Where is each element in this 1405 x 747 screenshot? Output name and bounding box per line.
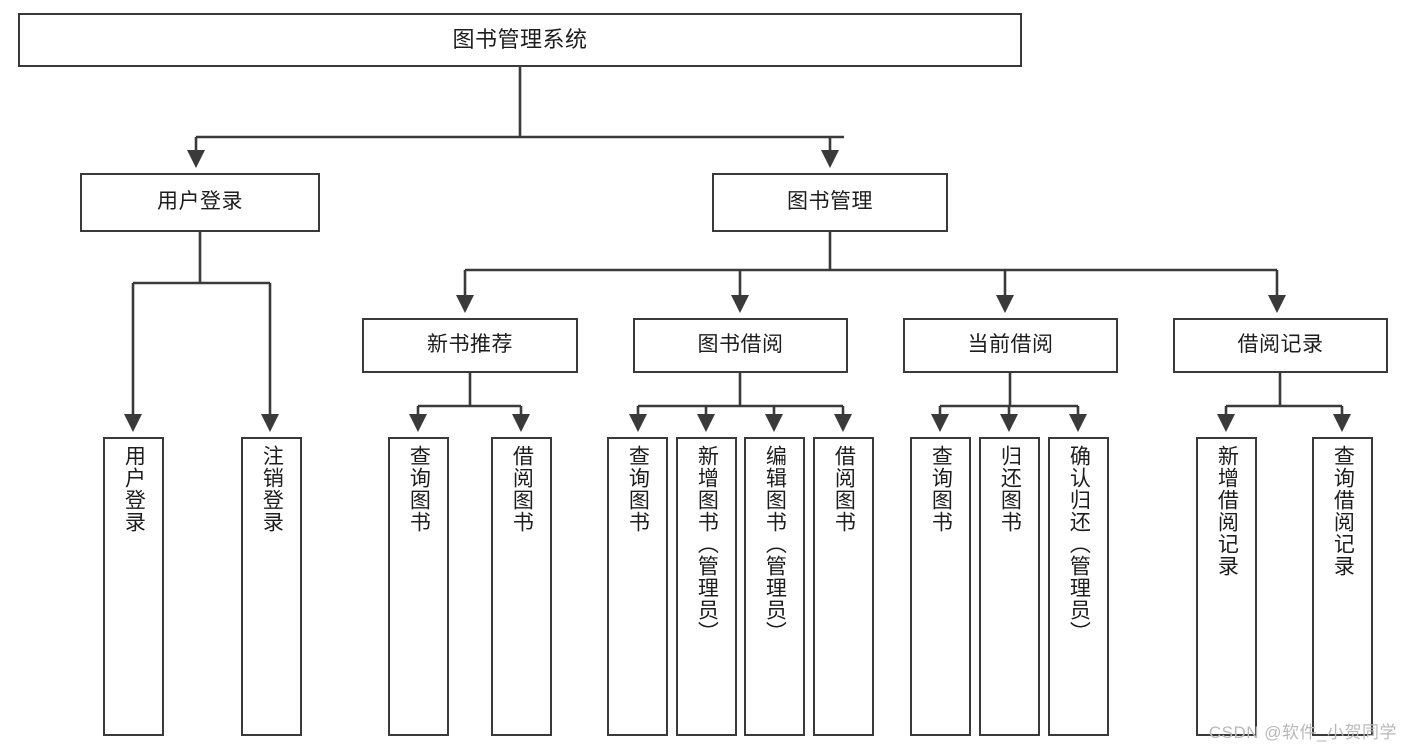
node-label: 查询图书 — [407, 445, 431, 533]
node-label: 图书管理 — [787, 190, 873, 214]
node-leaf-query-book-newbook[interactable]: 查询图书 — [388, 437, 449, 736]
node-label: 查询借阅记录 — [1331, 445, 1355, 577]
node-leaf-user-login[interactable]: 用户登录 — [103, 437, 164, 736]
node-label: 当前借阅 — [967, 333, 1054, 357]
node-label: 图书管理系统 — [452, 27, 588, 53]
node-label: 查询图书 — [929, 445, 953, 533]
node-borrowing-record[interactable]: 借阅记录 — [1173, 318, 1388, 373]
node-label: 新增图书（管理员） — [695, 445, 719, 643]
node-label: 新书推荐 — [427, 333, 513, 357]
node-leaf-query-borrow-record[interactable]: 查询借阅记录 — [1312, 437, 1373, 736]
node-leaf-borrow-book-borrowing[interactable]: 借阅图书 — [813, 437, 874, 736]
node-label: 用户登录 — [157, 190, 243, 214]
node-current-borrowing[interactable]: 当前借阅 — [903, 318, 1118, 373]
node-label: 借阅图书 — [510, 445, 534, 533]
node-book-borrowing[interactable]: 图书借阅 — [633, 318, 848, 373]
watermark-text: CSDN @软件_小贺同学 — [1208, 723, 1397, 742]
node-label: 查询图书 — [626, 445, 650, 533]
node-leaf-return-book[interactable]: 归还图书 — [979, 437, 1040, 736]
node-root-book-management-system[interactable]: 图书管理系统 — [18, 13, 1022, 67]
node-label: 归还图书 — [998, 445, 1022, 533]
node-label: 借阅图书 — [832, 445, 856, 533]
node-label: 用户登录 — [122, 445, 146, 533]
node-leaf-add-book-admin[interactable]: 新增图书（管理员） — [676, 437, 737, 736]
node-leaf-logout[interactable]: 注销登录 — [241, 437, 302, 736]
node-leaf-add-borrow-record[interactable]: 新增借阅记录 — [1196, 437, 1257, 736]
node-leaf-query-book-borrowing[interactable]: 查询图书 — [607, 437, 668, 736]
node-leaf-edit-book-admin[interactable]: 编辑图书（管理员） — [744, 437, 805, 736]
node-label: 图书借阅 — [697, 333, 784, 357]
node-new-book-recommendation[interactable]: 新书推荐 — [362, 318, 578, 373]
node-leaf-query-book-current[interactable]: 查询图书 — [910, 437, 971, 736]
node-user-login[interactable]: 用户登录 — [80, 173, 320, 232]
node-book-management[interactable]: 图书管理 — [712, 173, 948, 232]
node-label: 编辑图书（管理员） — [763, 445, 787, 643]
node-label: 新增借阅记录 — [1215, 445, 1239, 577]
node-label: 借阅记录 — [1237, 333, 1324, 357]
node-label: 确认归还（管理员） — [1067, 445, 1091, 643]
node-label: 注销登录 — [260, 445, 284, 533]
node-leaf-confirm-return-admin[interactable]: 确认归还（管理员） — [1048, 437, 1109, 736]
node-leaf-borrow-book-newbook[interactable]: 借阅图书 — [491, 437, 552, 736]
